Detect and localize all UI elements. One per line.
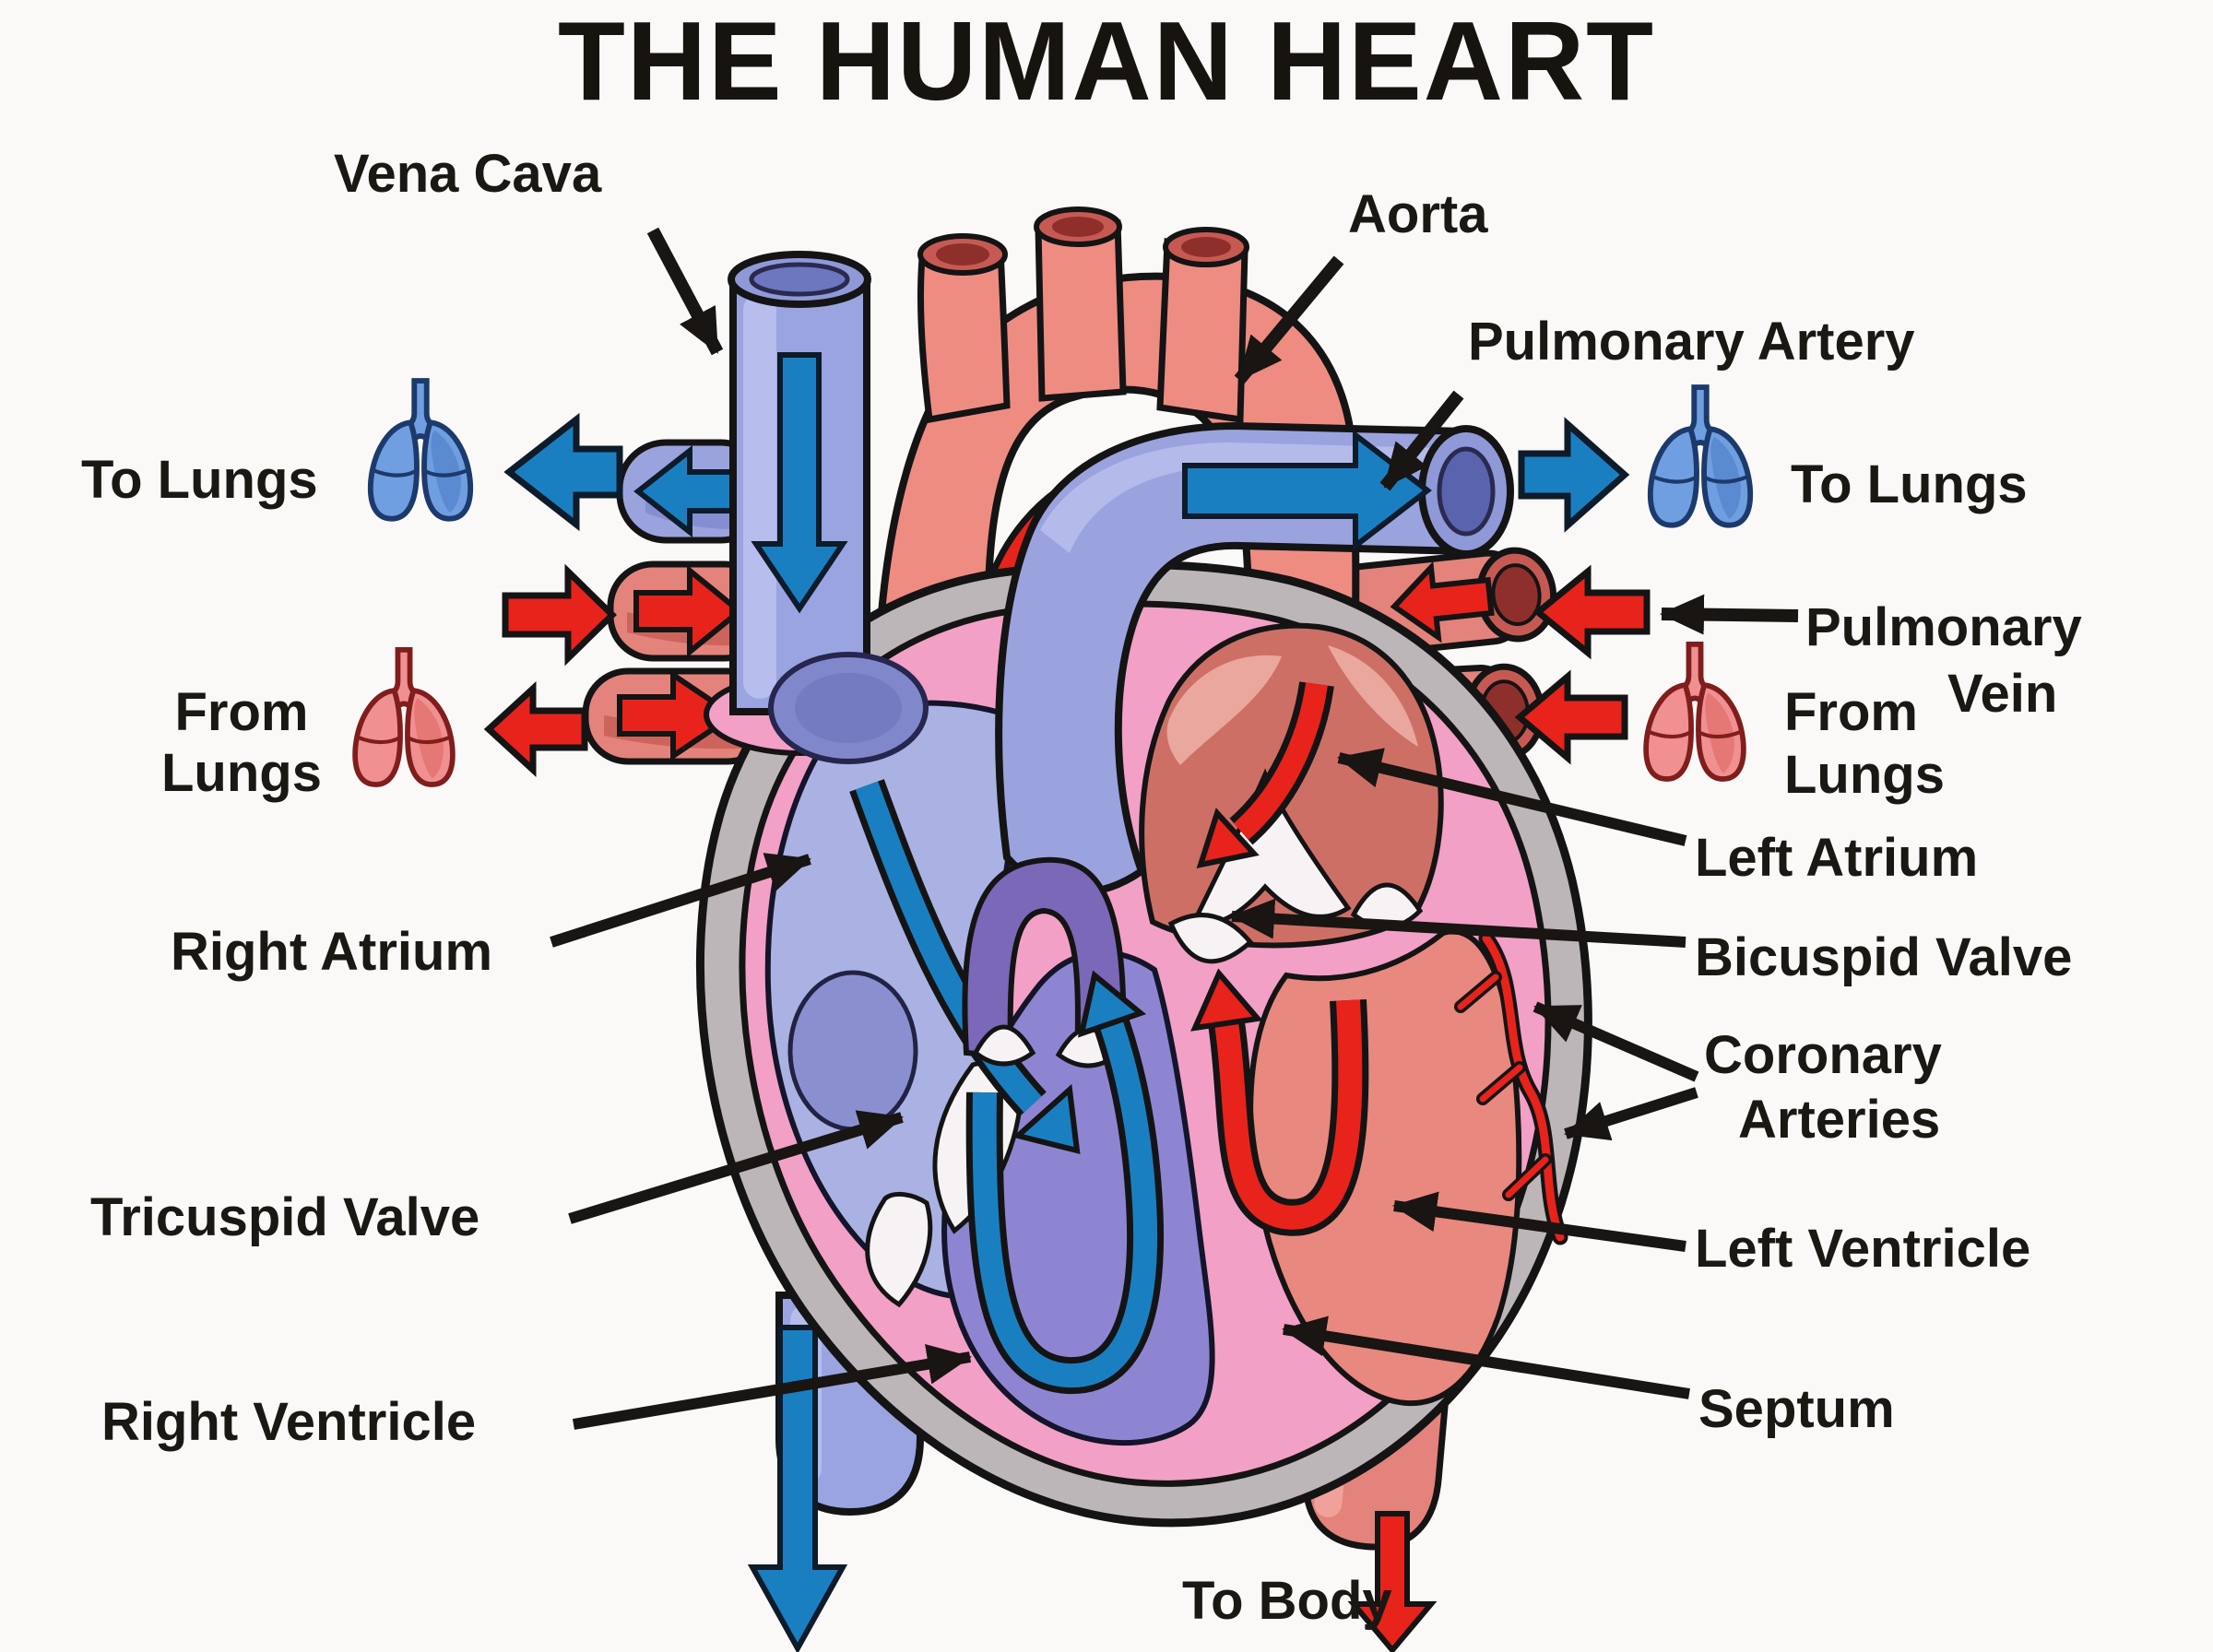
lungs-icon-to-lungs-right <box>1650 387 1751 525</box>
page-title: THE HUMAN HEART <box>558 0 1655 124</box>
superior-vena-cava <box>704 251 929 764</box>
pulmonary-artery <box>962 421 1514 1395</box>
flow-arrow-blue-svc <box>751 352 848 614</box>
leader-bicuspid-valve <box>1230 898 1686 948</box>
label-bicuspid-valve: Bicuspid Valve <box>1695 927 2072 987</box>
label-to-lungs-left: To Lungs <box>81 450 318 510</box>
flow-arrow-red <box>633 564 744 658</box>
flow-arrow-to-body-blue <box>747 1325 848 1652</box>
leader-left-atrium <box>1337 748 1687 846</box>
label-to-lungs-right: To Lungs <box>1791 454 2028 514</box>
heart-body <box>695 560 1592 1528</box>
flow-arrow-blue-right-atrium <box>849 779 1081 1154</box>
label-coronary-2: Arteries <box>1738 1090 1940 1150</box>
flow-arrow-to-lungs-left <box>503 412 623 532</box>
label-from-lungs-right-1: From <box>1784 682 1918 742</box>
leader-coronary-upper <box>1533 1001 1699 1082</box>
flow-arrow-from-lungs-left-upper <box>502 563 618 667</box>
label-from-lungs-right-2: Lungs <box>1784 745 1945 805</box>
tricuspid-valve-leaflet <box>865 1191 933 1308</box>
label-aorta: Aorta <box>1348 184 1488 244</box>
leader-pulmonary-artery <box>1379 390 1464 491</box>
flow-arrow-to-body-red <box>1347 1511 1438 1652</box>
leader-septum <box>1282 1316 1690 1399</box>
leader-right-atrium <box>550 853 811 948</box>
leader-pulmonary-vein <box>1660 594 1799 635</box>
inferior-vena-cava <box>747 1292 924 1652</box>
label-to-body: To Body <box>1182 1571 1392 1631</box>
leader-coronary-lower <box>1564 1087 1698 1141</box>
flow-arrow-red <box>1390 560 1495 643</box>
label-from-lungs-left-2: Lungs <box>161 743 322 803</box>
flow-arrow-from-lungs-left-lower <box>483 681 588 777</box>
flow-arrow-blue-pa <box>1182 429 1432 552</box>
flow-arrow-red-left-atrium <box>1196 681 1334 868</box>
lungs-icon-to-lungs-left <box>370 381 471 519</box>
label-from-lungs-left-1: From <box>175 682 309 742</box>
flow-arrow-to-lungs-right <box>1518 417 1630 533</box>
lungs-icon-from-lungs-left <box>355 649 453 785</box>
label-tricuspid-valve: Tricuspid Valve <box>90 1187 479 1247</box>
leader-tricuspid-valve <box>568 1110 904 1224</box>
flow-arrow-blue-right-ventricle <box>965 970 1165 1395</box>
flow-arrow-red <box>617 669 739 761</box>
label-left-atrium: Left Atrium <box>1695 828 1978 888</box>
label-right-ventricle: Right Ventricle <box>101 1392 476 1452</box>
leader-vena-cava <box>646 227 724 356</box>
label-right-atrium: Right Atrium <box>171 922 492 982</box>
label-left-ventricle: Left Ventricle <box>1695 1219 2030 1279</box>
label-leader-lines <box>550 227 1799 1430</box>
flow-arrow-pulmonary-vein-right-upper <box>1533 564 1651 660</box>
leader-left-ventricle <box>1392 1191 1686 1252</box>
flow-arrow-red-left-ventricle <box>1190 968 1369 1236</box>
leader-right-ventricle <box>572 1344 972 1430</box>
label-pulmonary-vein-1: Pulmonary <box>1805 597 2082 657</box>
label-pulmonary-vein-2: Vein <box>1947 664 2057 724</box>
label-pulmonary-artery: Pulmonary Artery <box>1468 312 1915 372</box>
lungs-icon-from-lungs-right <box>1646 643 1744 780</box>
label-vena-cava: Vena Cava <box>334 144 602 204</box>
coronary-arteries-vessel <box>1454 930 1568 1245</box>
label-coronary-1: Coronary <box>1704 1025 1942 1085</box>
label-septum: Septum <box>1698 1379 1895 1439</box>
flow-arrow-pulmonary-vein-right-lower <box>1514 669 1628 765</box>
leader-aorta <box>1234 255 1344 384</box>
